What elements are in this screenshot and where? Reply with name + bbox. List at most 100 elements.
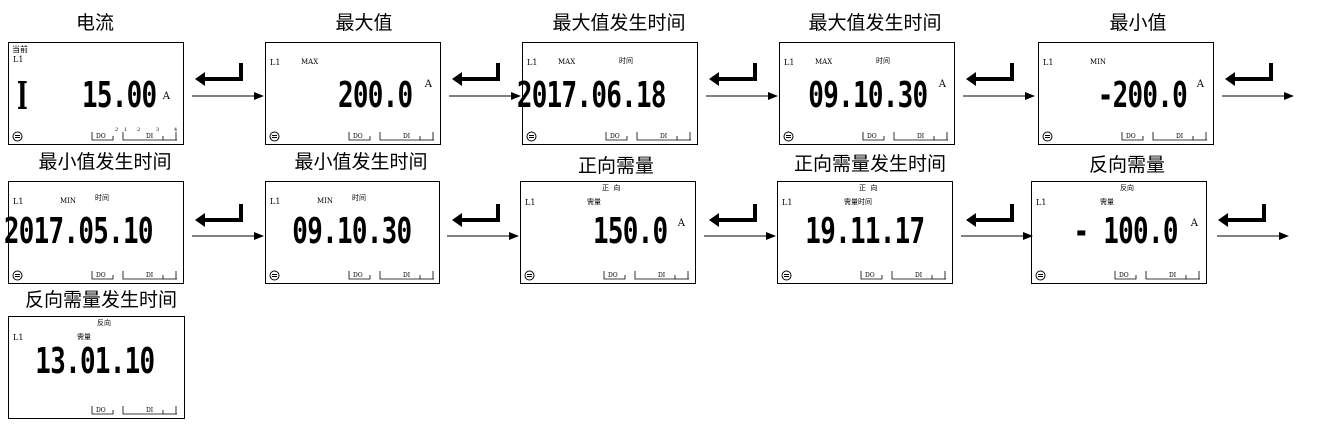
title-reverse-demand-time: 反向需量发生时间 <box>24 289 178 311</box>
io-do-label: DO <box>96 407 106 414</box>
io-do-label: DO <box>1126 133 1136 140</box>
title-max-date: 最大值发生时间 <box>552 12 686 34</box>
return-arrow-icon <box>966 204 1014 227</box>
right-arrow-icon <box>961 232 1033 240</box>
meter-symbol-icon <box>1042 131 1053 142</box>
label-l1: L1 <box>527 58 538 67</box>
label-current: 当前 <box>12 45 28 54</box>
lcd-panel-reverse-demand: 反向 L1 需量 - 100.0 A DO DI <box>1031 181 1207 284</box>
reading-value: 19.11.17 <box>804 211 925 252</box>
io-do-label: DO <box>867 133 877 140</box>
lcd-panel-max-date: L1 MAX 时间 2017.06.18 DO DI <box>517 42 698 145</box>
label-l1: L1 <box>1036 198 1047 207</box>
title-min-time: 最小值发生时间 <box>294 151 428 173</box>
io-status-icon <box>1114 271 1200 280</box>
right-arrow-icon <box>706 92 778 100</box>
return-arrow-icon <box>195 63 243 86</box>
meter-symbol-icon <box>781 270 792 281</box>
io-di-label: DI <box>1176 133 1184 140</box>
right-arrow-icon <box>1222 92 1294 100</box>
unit-a: A <box>938 79 946 90</box>
meter-symbol-icon <box>783 131 794 142</box>
label-min: MIN <box>60 197 77 205</box>
meter-symbol-icon <box>12 270 23 281</box>
right-arrow-icon <box>1217 232 1289 240</box>
io-di-label: DI <box>915 272 923 279</box>
io-do-label: DO <box>610 133 620 140</box>
label-l1: L1 <box>13 333 24 342</box>
label-forward: 正 向 <box>859 184 878 192</box>
label-reverse: 反向 <box>1120 184 1134 192</box>
io-status-icon <box>91 406 177 415</box>
io-status-icon <box>348 271 434 280</box>
label-time: 时间 <box>619 57 633 65</box>
reading-value: 13.01.10 <box>34 341 155 382</box>
return-arrow-icon <box>195 204 243 227</box>
io-di-label: DI <box>403 133 411 140</box>
label-l1: L1 <box>1043 58 1054 67</box>
return-arrow-icon <box>452 204 500 227</box>
lcd-panel-min-date: L1 MIN 时间 2017.05.10 DO DI <box>4 181 184 284</box>
io-status-icon <box>91 271 177 280</box>
right-arrow-icon <box>447 232 519 240</box>
right-arrow-icon <box>704 232 776 240</box>
lcd-panel-forward-demand-time: 正 向 L1 需量时间 19.11.17 DO DI <box>777 181 953 284</box>
label-l1: L1 <box>13 55 24 64</box>
title-current: 电流 <box>75 12 115 34</box>
lcd-panel-max-time: L1 MAX 时间 09.10.30 A DO DI <box>779 42 955 145</box>
label-max: MAX <box>815 58 833 66</box>
meter-symbol-icon <box>269 270 280 281</box>
right-arrow-icon <box>192 232 264 240</box>
label-l1: L1 <box>782 198 793 207</box>
label-demand: 需量 <box>587 198 601 206</box>
title-max-time: 最大值发生时间 <box>808 12 942 34</box>
label-time: 时间 <box>352 194 366 202</box>
label-demand-time: 需量时间 <box>844 198 872 206</box>
io-do-label: DO <box>865 272 875 279</box>
label-l1: L1 <box>784 58 795 67</box>
io-status-icon <box>605 132 691 141</box>
io-do-label: DO <box>96 133 106 140</box>
label-max: MAX <box>558 58 576 66</box>
title-forward-demand: 正向需量 <box>577 155 655 177</box>
title-min: 最小值 <box>1109 12 1167 34</box>
unit-a: A <box>424 79 432 90</box>
io-num: 2 <box>137 127 141 133</box>
io-num: 4 <box>174 127 178 133</box>
io-do-label: DO <box>96 272 106 279</box>
meter-symbol-icon <box>1035 270 1046 281</box>
label-time: 时间 <box>95 194 109 202</box>
lcd-panel-max: L1 MAX 200.0 A DO DI <box>265 42 441 145</box>
right-arrow-icon <box>192 92 264 100</box>
unit-a: A <box>1190 218 1198 229</box>
label-min: MIN <box>1090 58 1107 66</box>
meter-symbol-icon <box>526 131 537 142</box>
io-num: 2 <box>115 127 119 133</box>
io-num: 1 <box>124 127 128 133</box>
io-di-label: DI <box>146 407 154 414</box>
return-arrow-icon <box>709 63 757 86</box>
io-di-label: DI <box>658 272 666 279</box>
io-di-label: DI <box>403 272 411 279</box>
lcd-panel-current: 当前 L1 I 15.00 A DO 2 1 2 DI 3 4 <box>8 42 184 145</box>
io-do-label: DO <box>353 272 363 279</box>
lcd-panel-min: L1 MIN -200.0 A DO DI <box>1038 42 1214 145</box>
label-time: 时间 <box>876 57 890 65</box>
label-l1: L1 <box>270 58 281 67</box>
io-do-label: DO <box>608 272 618 279</box>
io-di-label: DI <box>146 272 154 279</box>
io-di-label: DI <box>917 133 925 140</box>
io-status-icon <box>1121 132 1207 141</box>
unit-a: A <box>162 91 170 102</box>
title-min-date: 最小值发生时间 <box>38 151 172 173</box>
reading-value: -200.0 <box>1097 75 1188 116</box>
label-forward: 正 向 <box>602 184 621 192</box>
title-max: 最大值 <box>335 12 393 34</box>
right-arrow-icon <box>963 92 1035 100</box>
title-forward-demand-time: 正向需量发生时间 <box>793 153 947 175</box>
reading-value: - 100.0 <box>1073 211 1179 252</box>
label-min: MIN <box>317 197 334 205</box>
io-do-label: DO <box>353 133 363 140</box>
unit-a: A <box>1196 79 1204 90</box>
lcd-panel-min-time: L1 MIN 时间 09.10.30 DO DI <box>265 181 440 284</box>
